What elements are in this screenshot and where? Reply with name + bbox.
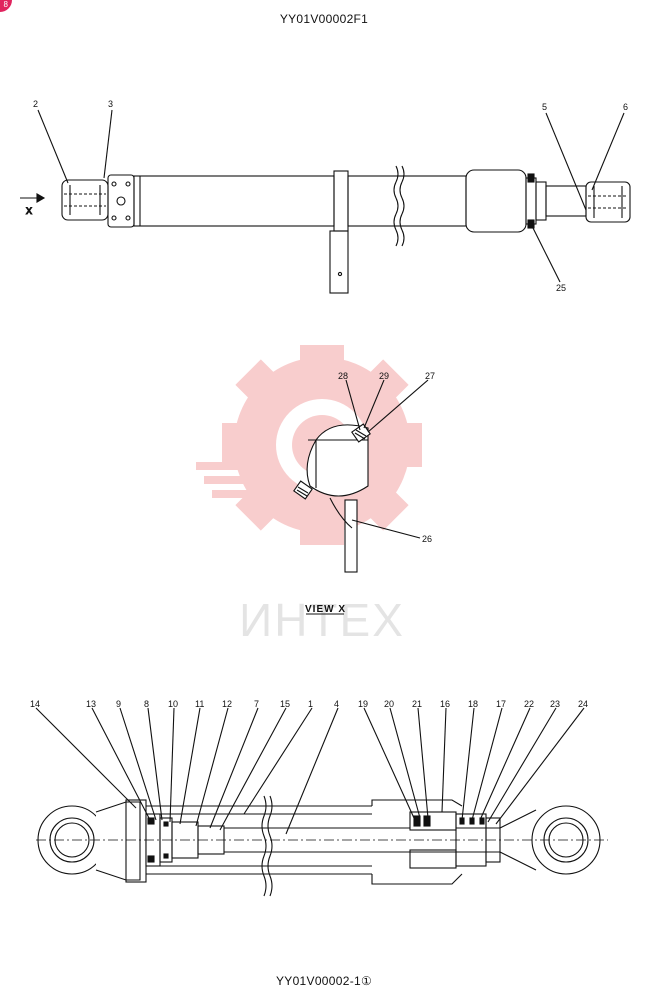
view-x-bracket — [344, 499, 358, 573]
callout-24: 24 — [578, 699, 588, 709]
piston-rod — [545, 185, 587, 217]
callout-25: 25 — [556, 283, 566, 293]
callout-8: 8 — [144, 699, 149, 709]
callout-12: 12 — [222, 699, 232, 709]
callout-26: 26 — [422, 534, 432, 544]
bracket-plate — [333, 170, 349, 232]
right-eye-bushing — [585, 181, 631, 223]
callout-11: 11 — [195, 699, 204, 709]
callout-6: 6 — [623, 102, 628, 112]
document-title: YY01V00002F1 — [279, 12, 369, 26]
left-eye-bushing — [61, 179, 109, 221]
direction-label: X — [26, 206, 32, 216]
cylinder-barrel — [133, 175, 335, 227]
bracket-arm — [329, 230, 349, 294]
section-view-callouts: 14 13 9 8 10 11 12 7 15 1 4 19 20 21 16 … — [30, 699, 588, 709]
cylinder-section-view — [35, 707, 608, 897]
callout-10: 10 — [168, 699, 178, 709]
document-footer: YY01V00002-1① — [275, 974, 373, 988]
callout-27: 27 — [425, 371, 435, 381]
callout-21: 21 — [412, 699, 422, 709]
callout-9: 9 — [116, 699, 121, 709]
callout-13: 13 — [86, 699, 96, 709]
callout-1: 1 — [308, 699, 313, 709]
callout-20: 20 — [384, 699, 394, 709]
callout-18: 18 — [468, 699, 478, 709]
callout-29: 29 — [379, 371, 389, 381]
callout-3: 3 — [108, 99, 113, 109]
callout-19: 19 — [358, 699, 368, 709]
callout-14: 14 — [30, 699, 40, 709]
watermark-text: ИНТЕХ — [239, 594, 405, 646]
view-x-label: VIEW X — [305, 604, 346, 615]
callout-17: 17 — [496, 699, 506, 709]
direction-arrow-head — [36, 193, 46, 203]
cylinder-exterior-view: X — [20, 109, 631, 294]
cylinder-head — [465, 169, 527, 233]
view-x-block — [306, 424, 369, 497]
callout-4: 4 — [334, 699, 339, 709]
callout-23: 23 — [550, 699, 560, 709]
callout-15: 15 — [280, 699, 290, 709]
lower-bolt — [293, 480, 313, 500]
callout-28: 28 — [338, 371, 348, 381]
top-view-callouts: 2 3 5 6 25 — [33, 99, 628, 293]
watermark: ИНТЕХ — [196, 345, 422, 646]
callout-2: 2 — [33, 99, 38, 109]
callout-22: 22 — [524, 699, 534, 709]
watermark-stripes — [196, 462, 276, 498]
view-x-callouts: 28 29 27 26 VIEW X — [305, 371, 435, 615]
view-x-detail — [293, 379, 429, 615]
upper-bolt — [351, 423, 371, 443]
callout-16: 16 — [440, 699, 450, 709]
callout-7: 7 — [254, 699, 259, 709]
callout-5: 5 — [542, 102, 547, 112]
